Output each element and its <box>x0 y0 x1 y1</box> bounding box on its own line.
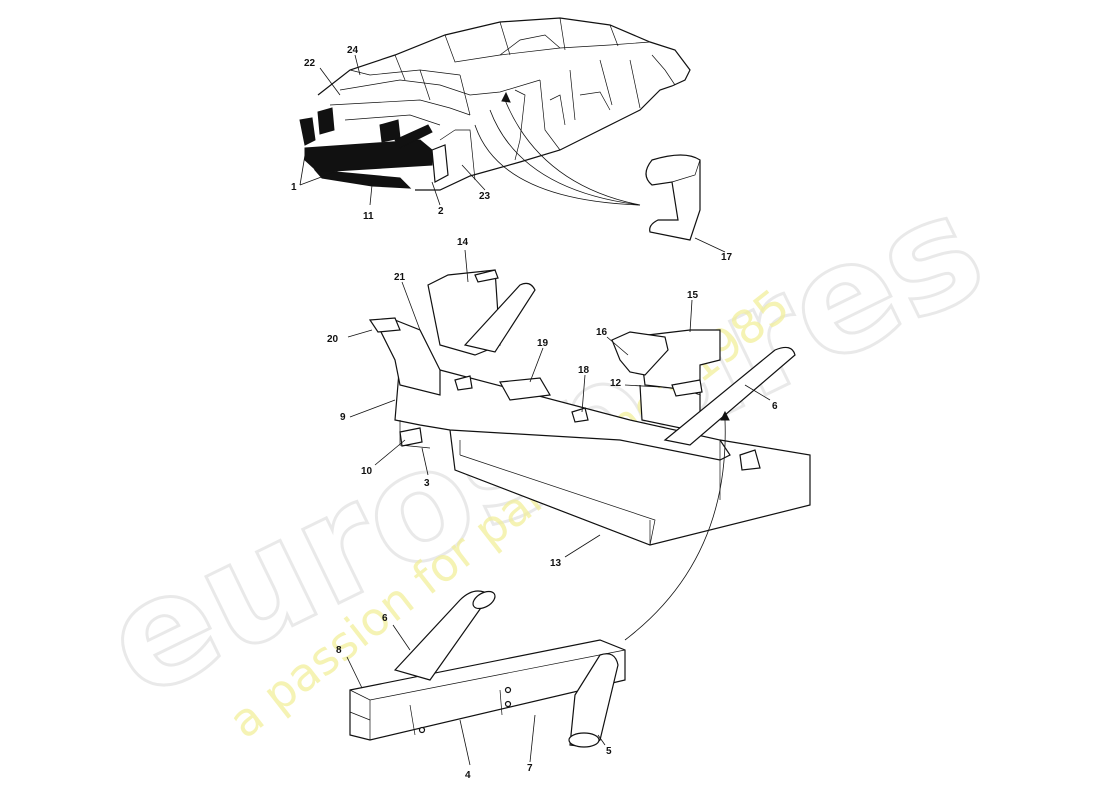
label-2: 2 <box>438 206 444 217</box>
label-10: 10 <box>361 466 373 477</box>
label-6b: 6 <box>382 613 388 624</box>
label-1: 1 <box>291 182 297 193</box>
label-4: 4 <box>465 770 471 781</box>
part-labels: 1 11 2 23 22 24 17 14 21 20 19 18 15 16 … <box>291 45 778 781</box>
label-3: 3 <box>424 478 430 489</box>
label-12: 12 <box>610 378 622 389</box>
arrows <box>474 91 730 641</box>
sub-assembly <box>349 590 626 748</box>
highlighted-crossmember <box>299 107 449 189</box>
label-22: 22 <box>304 58 316 69</box>
label-15: 15 <box>687 290 699 301</box>
label-6a: 6 <box>772 401 778 412</box>
label-19: 19 <box>537 338 549 349</box>
label-18: 18 <box>578 365 590 376</box>
label-24: 24 <box>347 45 359 56</box>
label-17: 17 <box>721 252 733 263</box>
label-9: 9 <box>340 412 346 423</box>
label-13: 13 <box>550 558 562 569</box>
car-body-shell <box>317 17 691 191</box>
label-20: 20 <box>327 334 339 345</box>
bracket-17 <box>645 154 701 241</box>
label-11: 11 <box>363 211 374 222</box>
leader-lines <box>299 54 771 766</box>
label-7: 7 <box>527 763 533 774</box>
label-8: 8 <box>336 645 342 656</box>
label-21: 21 <box>394 272 406 283</box>
label-23: 23 <box>479 191 491 202</box>
crossmember-assembly <box>368 269 811 546</box>
label-14: 14 <box>457 237 469 248</box>
label-5: 5 <box>606 746 612 757</box>
label-16: 16 <box>596 327 608 338</box>
